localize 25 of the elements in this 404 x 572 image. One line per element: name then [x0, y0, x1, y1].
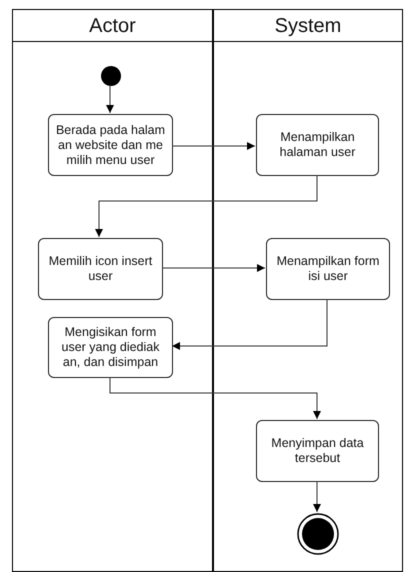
activity-box [48, 114, 173, 176]
swimlane [213, 9, 403, 572]
activity-box [266, 238, 390, 300]
activity-box [38, 238, 163, 300]
activity-text: Mengisikan form user yang diediak an, dan disimpan [60, 325, 160, 370]
activity-box [256, 114, 379, 176]
control-flow-arrow [313, 480, 321, 512]
activity-box [48, 317, 173, 378]
control-flow-arrow [110, 376, 321, 420]
initial-node [101, 66, 121, 86]
final-node [297, 513, 339, 555]
control-flow-arrow [172, 298, 328, 350]
control-flow-arrow [106, 84, 114, 114]
swimlane [12, 9, 213, 572]
lane-title: Actor [89, 14, 136, 38]
control-flow-arrow [95, 174, 318, 238]
lane-title: System [274, 14, 342, 38]
activity-text: Menampilkan form isi user [276, 254, 380, 284]
control-flow-arrow [162, 264, 266, 272]
activity-text: Berada pada halam an website dan me milih menu user [54, 122, 166, 168]
activity-box [256, 420, 379, 482]
activity-text: Memilih icon insert user [48, 254, 154, 284]
activity-text: Menyimpan data tersebut [270, 436, 365, 466]
control-flow-arrow [172, 142, 256, 150]
activity-text: Menampilkan halaman user [278, 130, 356, 160]
